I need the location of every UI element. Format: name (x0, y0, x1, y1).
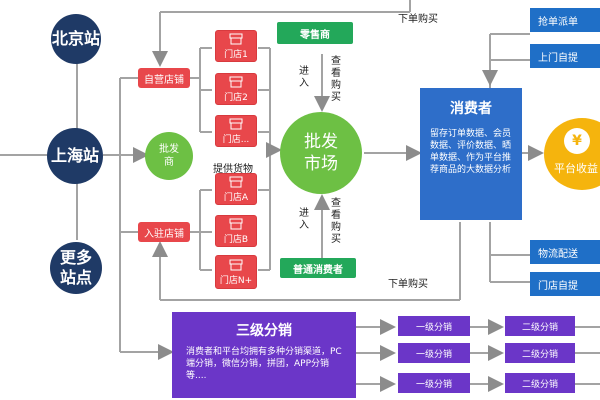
store-icon (229, 76, 243, 87)
store-label: 门店B (223, 234, 249, 245)
store-icon (229, 218, 243, 229)
wholesaler-node: 批发 商 (145, 132, 193, 180)
store-icon (229, 259, 243, 270)
consumer-title: 消费者 (450, 101, 492, 117)
market-label: 批发 市场 (304, 132, 338, 174)
station-beijing: 北京站 (51, 14, 101, 64)
level2-box: 二级分销 (505, 373, 575, 393)
distribution-box: 三级分销 消费者和平台均拥有多种分销渠道，PC端分销，微信分销，拼团，APP分销… (172, 312, 356, 398)
level2-box: 二级分销 (505, 343, 575, 363)
platform-profit-node: ¥ 平台收益 (544, 118, 600, 190)
station-label: 上海站 (50, 146, 99, 165)
store-label: 门店N+ (219, 275, 253, 286)
store-label: 门店2 (224, 92, 248, 103)
store-icon (229, 176, 243, 187)
distribution-title: 三级分销 (236, 323, 292, 339)
store-box: 门店... (215, 115, 257, 147)
store-box: 门店B (215, 215, 257, 247)
store-pickup-box: 门店自提 (530, 272, 600, 296)
home-pickup-box: 上门自提 (530, 44, 600, 68)
view-buy-label: 查 看 购 买 (331, 198, 341, 245)
consumer-desc: 留存订单数据、会员数据、评价数据、晒单数据、作为平台推荐商品的大数据分析 (430, 129, 512, 175)
consumer-box: 消费者 留存订单数据、会员数据、评价数据、晒单数据、作为平台推荐商品的大数据分析 (420, 88, 522, 220)
platform-profit-label: 平台收益 (554, 162, 598, 175)
station-label: 更多 站点 (59, 248, 92, 287)
order-purchase-label: 下单购买 (388, 279, 428, 290)
store-icon (229, 33, 243, 44)
distribution-desc: 消费者和平台均拥有多种分销渠道，PC端分销，微信分销，拼团，APP分销等.... (186, 347, 342, 381)
self-run-store-label: 自营店铺 (138, 68, 190, 88)
wholesaler-label: 批发 商 (159, 144, 179, 168)
enter-label: 进 入 (299, 208, 309, 231)
level1-box: 一级分销 (398, 316, 470, 336)
station-label: 北京站 (51, 29, 100, 48)
enter-label: 进 入 (299, 66, 309, 89)
store-box: 门店1 (215, 30, 257, 62)
store-label: 门店A (223, 192, 249, 203)
yen-icon: ¥ (564, 128, 590, 154)
level1-box: 一级分销 (398, 373, 470, 393)
store-box: 门店2 (215, 73, 257, 105)
view-buy-label: 查 看 购 买 (331, 56, 341, 103)
station-shanghai: 上海站 (47, 128, 103, 184)
supply-goods-label: 提供货物 (213, 164, 253, 175)
grab-dispatch-box: 抢单派单 (530, 8, 600, 32)
store-icon (229, 118, 243, 129)
level2-box: 二级分销 (505, 316, 575, 336)
level1-box: 一级分销 (398, 343, 470, 363)
station-more: 更多 站点 (50, 242, 102, 294)
store-label: 门店... (222, 134, 250, 145)
retailer-box: 零售商 (277, 22, 353, 44)
order-purchase-label: 下单购买 (398, 14, 438, 25)
logistics-box: 物流配送 (530, 240, 600, 264)
store-box: 门店N+ (215, 255, 257, 289)
ordinary-consumer-box: 普通消费者 (280, 258, 356, 278)
store-label: 门店1 (224, 49, 248, 60)
store-box: 门店A (215, 173, 257, 205)
wholesale-market-node: 批发 市场 (280, 112, 362, 194)
entered-store-label: 入驻店铺 (138, 222, 190, 242)
